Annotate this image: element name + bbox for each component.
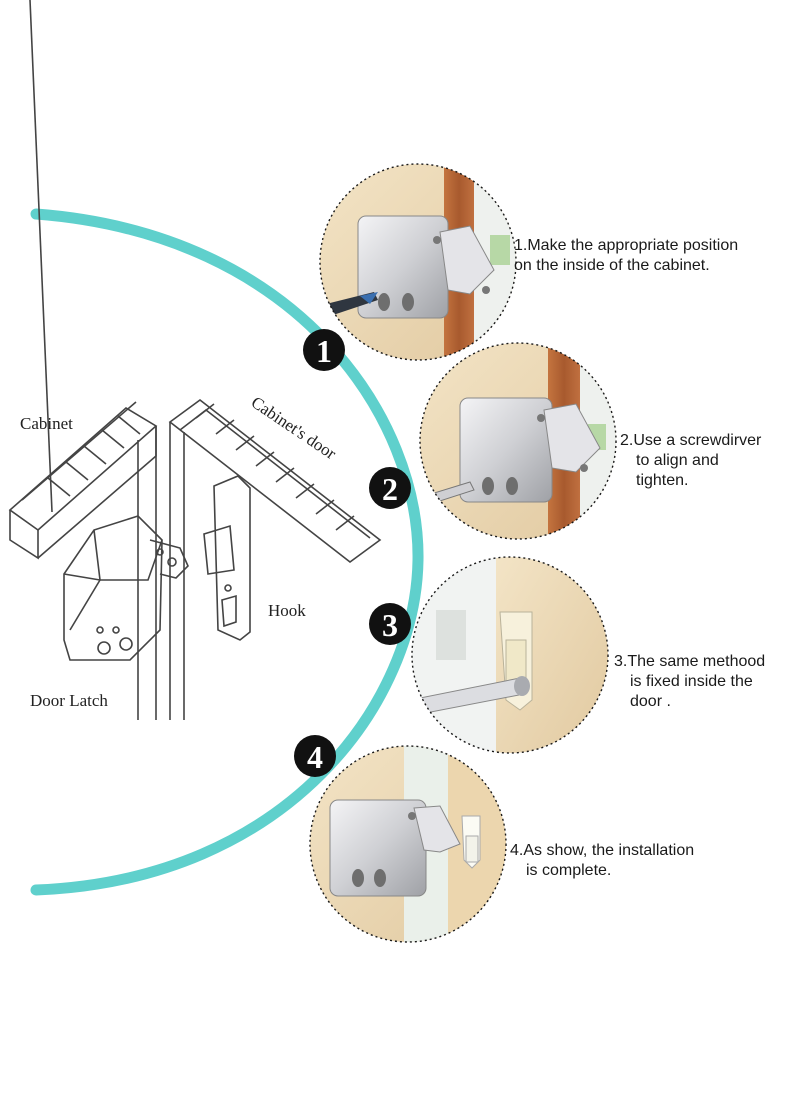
step-3-line-2: is fixed inside the — [630, 673, 753, 690]
step-2-line-1: 2.Use a screwdirver — [620, 432, 762, 449]
step-3-badge: 3 — [369, 603, 411, 645]
step-1-badge: 1 — [303, 329, 345, 371]
step-2-caption: 2.Use a screwdirver to align and tighten… — [620, 431, 761, 491]
step-1-line-1: 1.Make the appropriate position — [514, 237, 739, 254]
cabinet-label: Cabinet — [20, 414, 73, 433]
step-2-line-2: to align and — [636, 452, 719, 469]
step-4-photo — [309, 745, 507, 943]
step-4-badge: 4 — [294, 735, 336, 777]
step-1-photo — [319, 163, 517, 361]
door-latch-label: Door Latch — [30, 691, 108, 710]
step-3-number: 3 — [382, 607, 398, 643]
step-2-number: 2 — [382, 471, 398, 507]
step-4-number: 4 — [307, 739, 323, 775]
step-3-caption: 3.The same methood is fixed inside the d… — [614, 652, 765, 712]
step-1-number: 1 — [316, 333, 332, 369]
step-2-badge: 2 — [369, 467, 411, 509]
step-3-line-3: door . — [630, 693, 671, 710]
step-4-line-1: 4.As show, the installation — [510, 842, 695, 859]
hook-label: Hook — [268, 601, 306, 620]
step-4-line-2: is complete. — [526, 862, 612, 879]
step-3-photo — [411, 556, 609, 754]
step-1-caption: 1.Make the appropriate position on the i… — [514, 236, 738, 276]
cabinet-drawing — [8, 0, 382, 720]
teal-arc — [30, 208, 424, 896]
step-1-line-2: on the inside of the cabinet. — [514, 257, 710, 274]
step-2-photo — [419, 342, 617, 540]
step-2-line-3: tighten. — [636, 472, 689, 489]
step-4-caption: 4.As show, the installation is complete. — [510, 841, 694, 881]
step-3-line-1: 3.The same methood — [614, 653, 766, 670]
